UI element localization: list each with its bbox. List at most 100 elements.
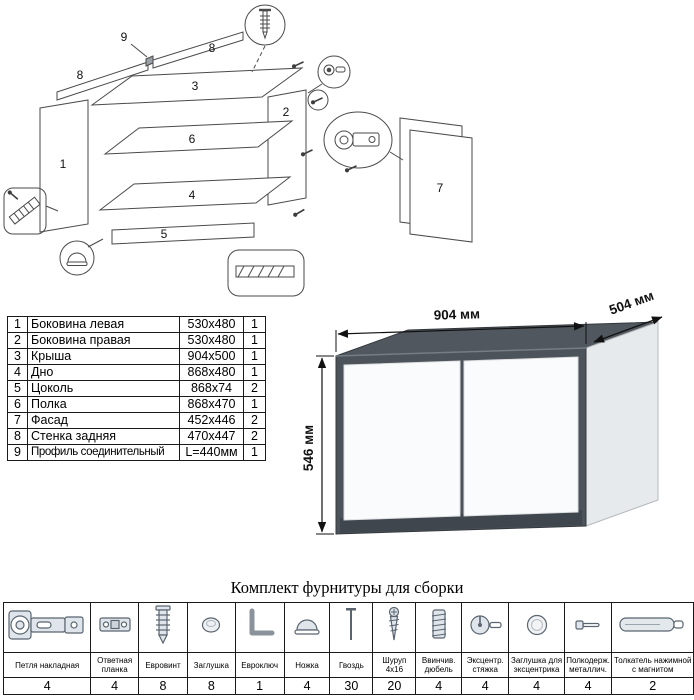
- shelf-panel: [103, 120, 294, 155]
- hardware-qty-cell: 8: [187, 677, 236, 695]
- part-label-7: 7: [437, 181, 444, 195]
- part-qty: 1: [243, 364, 266, 381]
- part-number: 6: [7, 396, 28, 413]
- hardware-qty-cell: 4: [415, 677, 463, 695]
- shelf-pin-icon: [575, 620, 600, 630]
- part-size: 530x480: [179, 332, 244, 349]
- hardware-icon-cell: [508, 602, 565, 653]
- part-name: Боковина левая: [27, 316, 180, 333]
- part-name: Боковина правая: [27, 332, 180, 349]
- callout-cam: [317, 55, 351, 89]
- part-label-6: 6: [189, 132, 196, 146]
- part-label-4: 4: [189, 188, 196, 202]
- exploded-view-diagram: 1 2 3 4 5 6 7 8 8 9: [3, 4, 473, 297]
- hardware-name-cell: Толкатель нажимной с магнитом: [611, 652, 694, 678]
- hardware-name-cell: Петля накладная: [2, 652, 92, 678]
- part-number: 5: [7, 380, 28, 397]
- part-qty: 2: [243, 428, 266, 445]
- hardware-qty-row: 4 4 8 8 1 4 30 20 4 4 4 4 2: [2, 677, 694, 695]
- part-number: 3: [7, 348, 28, 365]
- part-qty: 1: [243, 444, 266, 461]
- part-qty: 2: [243, 412, 266, 429]
- hardware-icon-cell: [415, 602, 463, 653]
- part-number: 8: [7, 428, 28, 445]
- part-number: 4: [7, 364, 28, 381]
- hardware-name-cell: Ответная планка: [90, 652, 139, 678]
- part-label-3: 3: [192, 79, 199, 93]
- hardware-name-cell: Ввинчив. дюбель: [415, 652, 463, 678]
- part-label-5: 5: [161, 227, 168, 241]
- part-name: Цоколь: [27, 380, 180, 397]
- part-name: Крыша: [27, 348, 180, 365]
- hardware-icon-cell: [137, 602, 189, 653]
- cabinet-3d-view: 904 мм 504 мм 546 мм: [302, 290, 663, 535]
- cap-icon: [202, 617, 221, 633]
- hardware-qty-cell: 30: [329, 677, 374, 695]
- callout-leg: [59, 240, 95, 276]
- hardware-icon-cell: [461, 602, 510, 653]
- plinth-panel: [111, 222, 255, 245]
- hardware-icon-cell: [372, 602, 417, 653]
- part-size: 868x74: [179, 380, 244, 397]
- part-label-9: 9: [121, 30, 128, 44]
- part-name: Полка: [27, 396, 180, 413]
- part-label-8b: 8: [209, 41, 216, 55]
- part-label-2: 2: [283, 105, 290, 119]
- push-opener-icon: [619, 617, 684, 632]
- cabinet-plinth: [340, 510, 582, 533]
- part-number: 9: [7, 444, 28, 461]
- strike-plate-icon: [99, 617, 131, 632]
- callout-profile-left: [3, 187, 47, 235]
- hardware-kit-title: Комплект фурнитуры для сборки: [230, 578, 464, 597]
- hardware-icon-row: [2, 602, 694, 653]
- hardware-icon-cell: [234, 602, 285, 653]
- part-number: 7: [7, 412, 28, 429]
- hardware-qty-cell: 4: [508, 677, 565, 695]
- cabinet-door-right: [463, 356, 579, 517]
- part-name: Профиль соединительный: [27, 444, 180, 461]
- part-size: 868x480: [179, 364, 244, 381]
- hardware-qty-cell: 20: [372, 677, 417, 695]
- part-number: 2: [7, 332, 28, 349]
- part-number: 1: [7, 316, 28, 333]
- hardware-icon-cell: [2, 602, 92, 653]
- part-name: Стенка задняя: [27, 428, 180, 445]
- callout-hinge: [323, 111, 393, 169]
- part-label-1: 1: [60, 157, 67, 171]
- hardware-name-cell: Ножка: [283, 652, 331, 678]
- part-qty: 1: [243, 396, 266, 413]
- cam-lock-icon: [470, 615, 502, 635]
- hardware-qty-cell: 8: [137, 677, 189, 695]
- hardware-icon-cell: [187, 602, 236, 653]
- part-size: 904x500: [179, 348, 244, 365]
- part-qty: 1: [243, 332, 266, 349]
- connecting-profile: [145, 55, 154, 67]
- part-qty: 1: [243, 348, 266, 365]
- cabinet-door-left: [343, 360, 461, 521]
- hardware-icon-cell: [283, 602, 331, 653]
- part-size: 530x480: [179, 316, 244, 333]
- hex-key-icon: [249, 608, 275, 636]
- height-dimension-label: 546 мм: [302, 425, 316, 471]
- width-dimension-label: 904 мм: [434, 306, 481, 322]
- euro-screw-icon: [155, 605, 171, 645]
- hardware-qty-cell: 4: [283, 677, 331, 695]
- hardware-name-cell: Полкодерж. металлич.: [563, 652, 613, 678]
- depth-dimension-label: 504 мм: [607, 290, 656, 318]
- hardware-qty-cell: 1: [234, 677, 285, 695]
- hardware-name-cell: Заглушка для эксцентрика: [508, 652, 565, 678]
- left-side-panel: [39, 99, 89, 233]
- part-name: Дно: [27, 364, 180, 381]
- part-size: 470x447: [179, 428, 244, 445]
- hardware-qty-cell: 4: [563, 677, 613, 695]
- callout-euroscrew: [244, 4, 286, 46]
- hardware-name-cell: Шуруп 4x16: [372, 652, 417, 678]
- hardware-icon-cell: [329, 602, 374, 653]
